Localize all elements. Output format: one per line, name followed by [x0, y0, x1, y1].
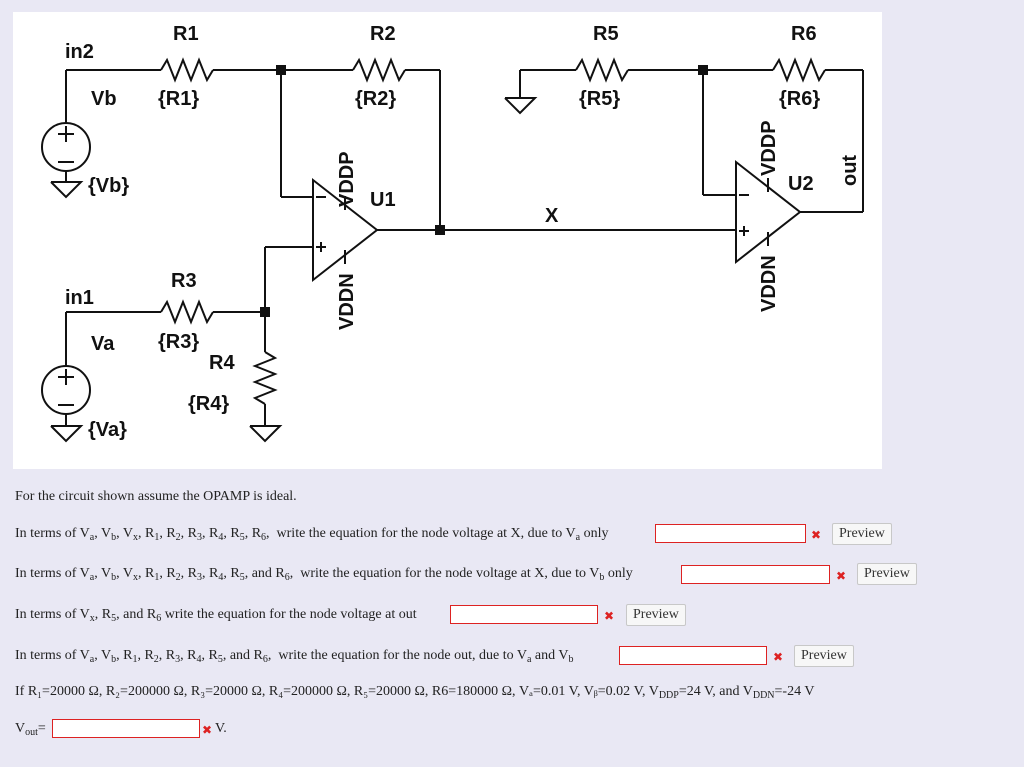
u1-vddp-label: VDDP [336, 151, 358, 207]
r6-value: {R6} [779, 88, 820, 110]
wrong-mark-2: ✖ [836, 569, 847, 583]
vb-label: Vb [91, 88, 117, 110]
in2-label: in2 [65, 41, 94, 63]
preview-button-2[interactable]: Preview [857, 563, 917, 585]
r2-label: R2 [370, 23, 396, 45]
u1-label: U1 [370, 189, 396, 211]
wrong-mark-1: ✖ [811, 528, 822, 542]
ground-symbol [50, 181, 84, 199]
r1-label: R1 [173, 23, 199, 45]
u2-label: U2 [788, 173, 814, 195]
preview-button-1[interactable]: Preview [832, 523, 892, 545]
vb-value: {Vb} [88, 175, 129, 197]
va-value: {Va} [88, 419, 127, 441]
answer-3-input[interactable] [450, 605, 598, 624]
r6-resistor [772, 57, 826, 83]
u1-vddn-label: VDDN [336, 273, 358, 330]
r5-label: R5 [593, 23, 619, 45]
wrong-mark-4: ✖ [773, 650, 784, 664]
question-4: In terms of Va, Vb, R1, R2, R3, R4, R5, … [15, 648, 574, 665]
r3-label: R3 [171, 270, 197, 292]
r2-resistor [352, 57, 406, 83]
r4-resistor [252, 351, 278, 405]
answer-1-input[interactable] [655, 524, 806, 543]
answer-4-input[interactable] [619, 646, 767, 665]
vout-unit: V. [215, 721, 227, 736]
wrong-mark-3: ✖ [604, 609, 615, 623]
out-label: out [839, 155, 861, 186]
va-label: Va [91, 333, 115, 355]
preview-button-4[interactable]: Preview [794, 645, 854, 667]
r5-resistor [575, 57, 629, 83]
intro-text: For the circuit shown assume the OPAMP i… [15, 489, 297, 504]
in1-label: in1 [65, 287, 94, 309]
r6-label: R6 [791, 23, 817, 45]
u2-vddp-label: VDDP [758, 120, 780, 176]
preview-button-3[interactable]: Preview [626, 604, 686, 626]
vout-input[interactable] [52, 719, 200, 738]
r4-label: R4 [209, 352, 235, 374]
vout-label: Vout= [15, 721, 46, 738]
question-1: In terms of Va, Vb, Vx, R1, R2, R3, R4, … [15, 526, 609, 543]
question-2: In terms of Va, Vb, Vx, R1, R2, R3, R4, … [15, 566, 633, 583]
u2-vddn-label: VDDN [758, 255, 780, 312]
node-x-label: X [545, 205, 559, 227]
given-values: If R₁=20000 Ω, R₂=200000 Ω, R₃=20000 Ω, … [15, 684, 815, 701]
circuit-diagram: R1 {R1} in2 Vb {Vb} R2 {R2} U1 R3 {R3} i… [13, 12, 882, 469]
r1-value: {R1} [158, 88, 199, 110]
wrong-mark-vout: ✖ [202, 723, 213, 737]
r4-value: {R4} [188, 393, 229, 415]
r5-value: {R5} [579, 88, 620, 110]
answer-2-input[interactable] [681, 565, 830, 584]
r3-resistor [160, 299, 214, 325]
circuit-schematic: R1 {R1} in2 Vb {Vb} R2 {R2} U1 R3 {R3} i… [41, 23, 864, 443]
r3-value: {R3} [158, 331, 199, 353]
question-3: In terms of Vx, R5, and R6 write the equ… [15, 607, 417, 624]
r1-resistor [160, 57, 214, 83]
r2-value: {R2} [355, 88, 396, 110]
